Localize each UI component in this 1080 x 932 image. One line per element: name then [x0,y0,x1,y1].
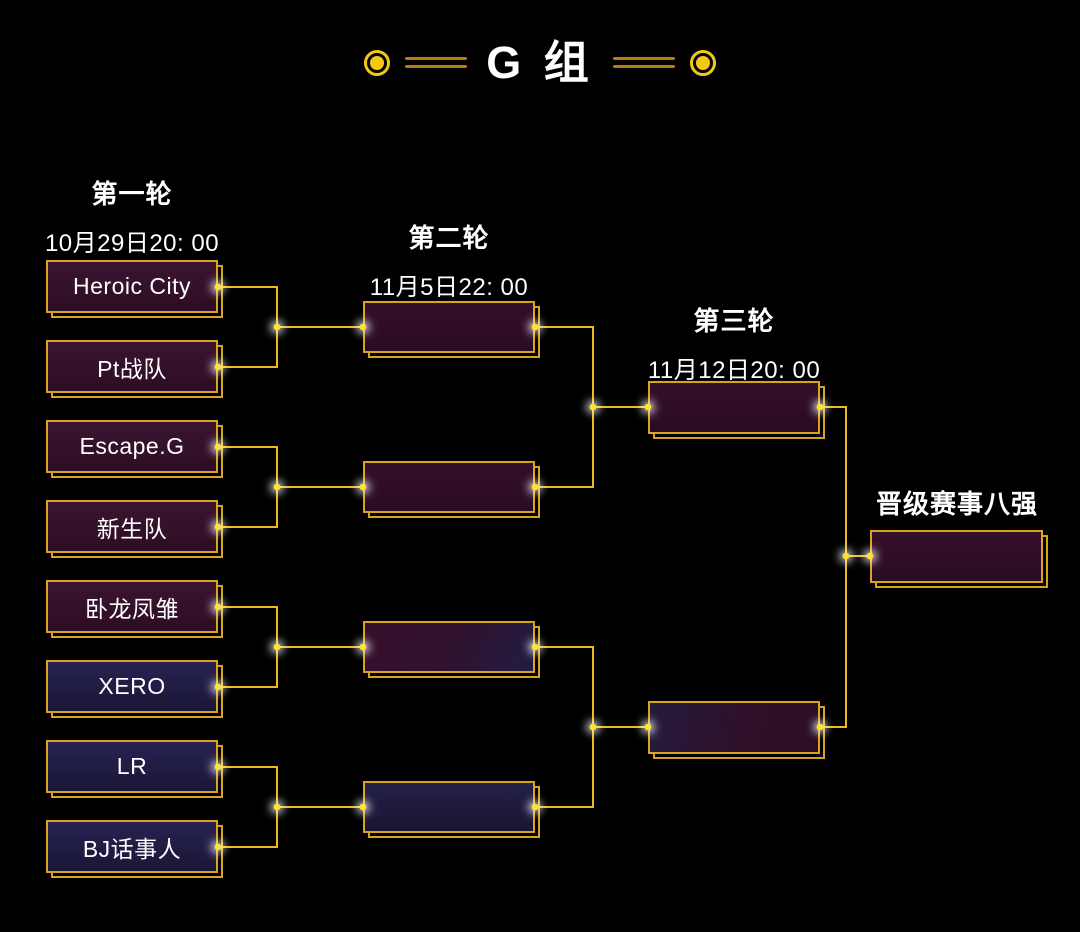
team-name: 卧龙凤雏 [85,595,179,622]
round-3-header: 第三轮 11月12日20: 00 [618,301,850,385]
team-box-heroic-city: Heroic City [46,260,223,318]
advance-label: 晋级赛事八强 [875,489,1038,519]
team-box-xero: XERO [46,660,223,718]
team-name: LR [116,753,148,779]
final-advance-box [870,530,1048,588]
round-3-date: 11月12日20: 00 [647,357,821,384]
round-1-date: 10月29日20: 00 [44,230,220,257]
team-name: Escape.G [79,433,185,459]
team-box-bj: BJ话事人 [46,820,223,878]
ornament-lines-left-icon [405,57,468,68]
team-name: XERO [98,673,166,699]
box-face: Heroic City [46,260,218,313]
round-2-match-3-box [363,621,540,678]
box-face [363,781,535,833]
box-face: LR [46,740,218,793]
team-box-lr: LR [46,740,223,798]
group-header: G 组 [0,40,1080,85]
ornament-dot-icon [370,55,385,70]
team-name: 新生队 [96,515,168,542]
round-2-match-2-box [363,461,540,518]
team-box-escape-g: Escape.G [46,420,223,478]
box-face [648,701,820,754]
box-face [648,381,820,434]
round-2-date: 11月5日22: 00 [369,274,529,301]
box-face [363,301,535,353]
round-2-name: 第二轮 [408,223,490,253]
box-face: XERO [46,660,218,713]
box-face: 新生队 [46,500,218,553]
ornament-dot-icon [695,55,710,70]
box-face: 卧龙凤雏 [46,580,218,633]
box-face [363,461,535,513]
box-face: Escape.G [46,420,218,473]
team-name: Pt战队 [97,355,167,382]
round-2-header: 第二轮 11月5日22: 00 [333,218,565,302]
box-face: BJ话事人 [46,820,218,873]
team-box-xinsheng: 新生队 [46,500,223,558]
ornament-circle-right-icon [689,49,716,76]
team-name: BJ话事人 [82,835,182,862]
box-face [363,621,535,673]
round-2-match-1-box [363,301,540,358]
group-title: G 组 [486,37,594,88]
ornament-circle-left-icon [364,49,391,76]
ornament-lines-right-icon [612,57,675,68]
team-box-wolongfengchu: 卧龙凤雏 [46,580,223,638]
round-1-header: 第一轮 10月29日20: 00 [16,174,248,258]
round-1-name: 第一轮 [91,179,173,209]
round-3-match-1-box [648,381,825,439]
box-face: Pt战队 [46,340,218,393]
round-3-name: 第三轮 [693,306,775,336]
round-3-match-2-box [648,701,825,759]
round-2-match-4-box [363,781,540,838]
box-face [870,530,1043,583]
team-name: Heroic City [73,273,191,299]
team-box-pt: Pt战队 [46,340,223,398]
